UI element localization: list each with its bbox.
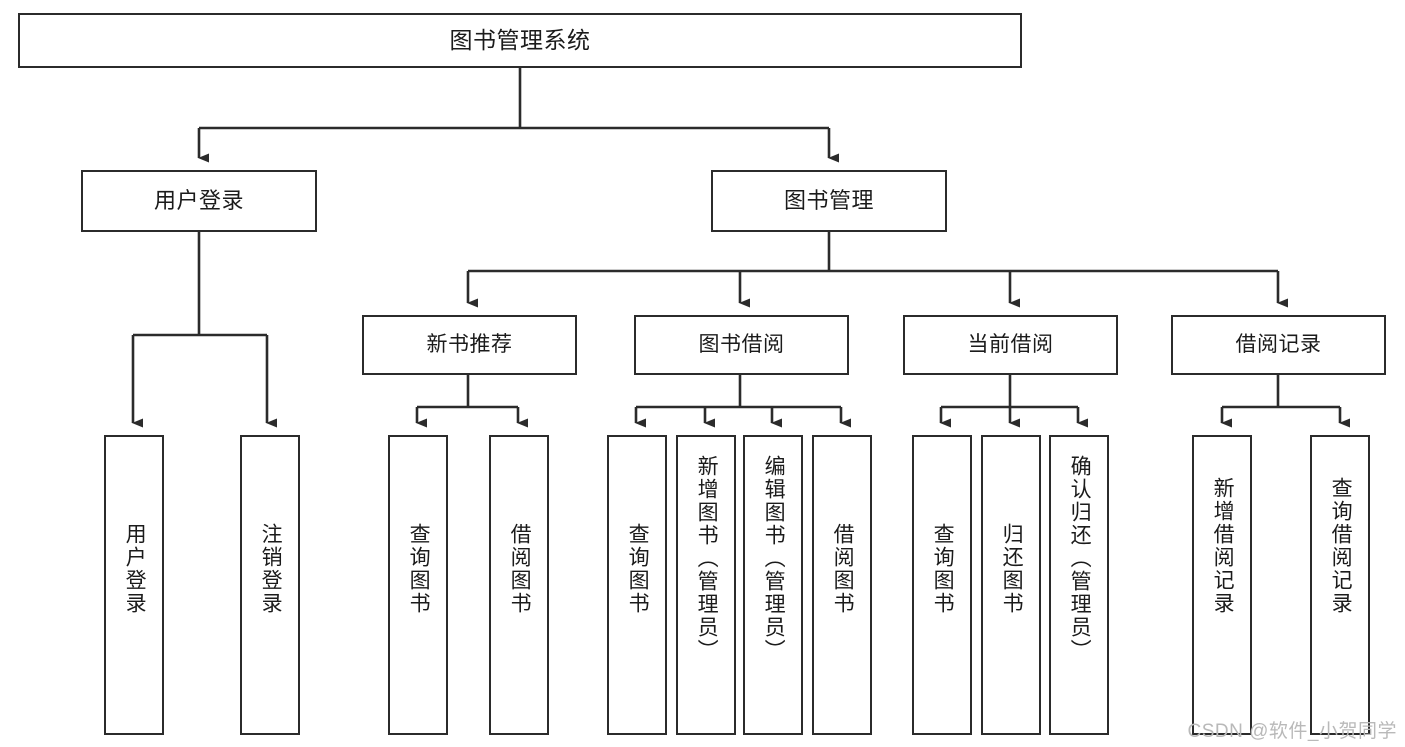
node-borrow-record[interactable]: 借阅记录 bbox=[1171, 315, 1386, 375]
node-book-borrow-label: 图书借阅 bbox=[698, 332, 785, 356]
node-leaf-add-book-label: 新增图书（管理员） bbox=[695, 455, 719, 662]
node-leaf-borrow-book-2[interactable]: 借阅图书 bbox=[812, 435, 872, 735]
node-book-manage[interactable]: 图书管理 bbox=[711, 170, 947, 232]
node-leaf-confirm-return[interactable]: 确认归还（管理员） bbox=[1049, 435, 1109, 735]
node-leaf-user-login-label: 用户登录 bbox=[123, 523, 147, 615]
node-leaf-user-login[interactable]: 用户登录 bbox=[104, 435, 164, 735]
node-leaf-query-book-3-label: 查询图书 bbox=[931, 523, 955, 615]
node-leaf-query-record-label: 查询借阅记录 bbox=[1329, 477, 1353, 615]
node-leaf-user-logout-label: 注销登录 bbox=[259, 523, 283, 615]
node-book-manage-label: 图书管理 bbox=[783, 188, 874, 214]
node-leaf-add-book[interactable]: 新增图书（管理员） bbox=[676, 435, 736, 735]
node-borrow-record-label: 借阅记录 bbox=[1235, 332, 1322, 356]
node-leaf-edit-book-label: 编辑图书（管理员） bbox=[762, 455, 786, 662]
node-leaf-confirm-return-label: 确认归还（管理员） bbox=[1068, 455, 1092, 662]
node-leaf-query-book-2[interactable]: 查询图书 bbox=[607, 435, 667, 735]
node-leaf-query-book-1[interactable]: 查询图书 bbox=[388, 435, 448, 735]
watermark: CSDN @软件_小贺同学 bbox=[1187, 721, 1397, 742]
node-user-login-label: 用户登录 bbox=[153, 188, 244, 214]
node-leaf-add-record-label: 新增借阅记录 bbox=[1211, 477, 1235, 615]
node-leaf-user-logout[interactable]: 注销登录 bbox=[240, 435, 300, 735]
node-leaf-query-record[interactable]: 查询借阅记录 bbox=[1310, 435, 1370, 735]
node-user-login[interactable]: 用户登录 bbox=[81, 170, 317, 232]
node-leaf-query-book-3[interactable]: 查询图书 bbox=[912, 435, 972, 735]
node-leaf-borrow-book-1-label: 借阅图书 bbox=[508, 523, 532, 615]
node-leaf-edit-book[interactable]: 编辑图书（管理员） bbox=[743, 435, 803, 735]
node-leaf-query-book-2-label: 查询图书 bbox=[626, 523, 650, 615]
node-root-label: 图书管理系统 bbox=[449, 26, 591, 53]
node-current-borrow[interactable]: 当前借阅 bbox=[903, 315, 1118, 375]
node-root[interactable]: 图书管理系统 bbox=[18, 13, 1022, 68]
node-current-borrow-label: 当前借阅 bbox=[967, 332, 1054, 356]
node-book-borrow[interactable]: 图书借阅 bbox=[634, 315, 849, 375]
node-new-book-rec-label: 新书推荐 bbox=[426, 332, 513, 356]
node-leaf-query-book-1-label: 查询图书 bbox=[407, 523, 431, 615]
node-leaf-return-book-label: 归还图书 bbox=[1000, 523, 1024, 615]
node-new-book-rec[interactable]: 新书推荐 bbox=[362, 315, 577, 375]
node-leaf-return-book[interactable]: 归还图书 bbox=[981, 435, 1041, 735]
node-leaf-borrow-book-1[interactable]: 借阅图书 bbox=[489, 435, 549, 735]
node-leaf-borrow-book-2-label: 借阅图书 bbox=[831, 523, 855, 615]
node-leaf-add-record[interactable]: 新增借阅记录 bbox=[1192, 435, 1252, 735]
